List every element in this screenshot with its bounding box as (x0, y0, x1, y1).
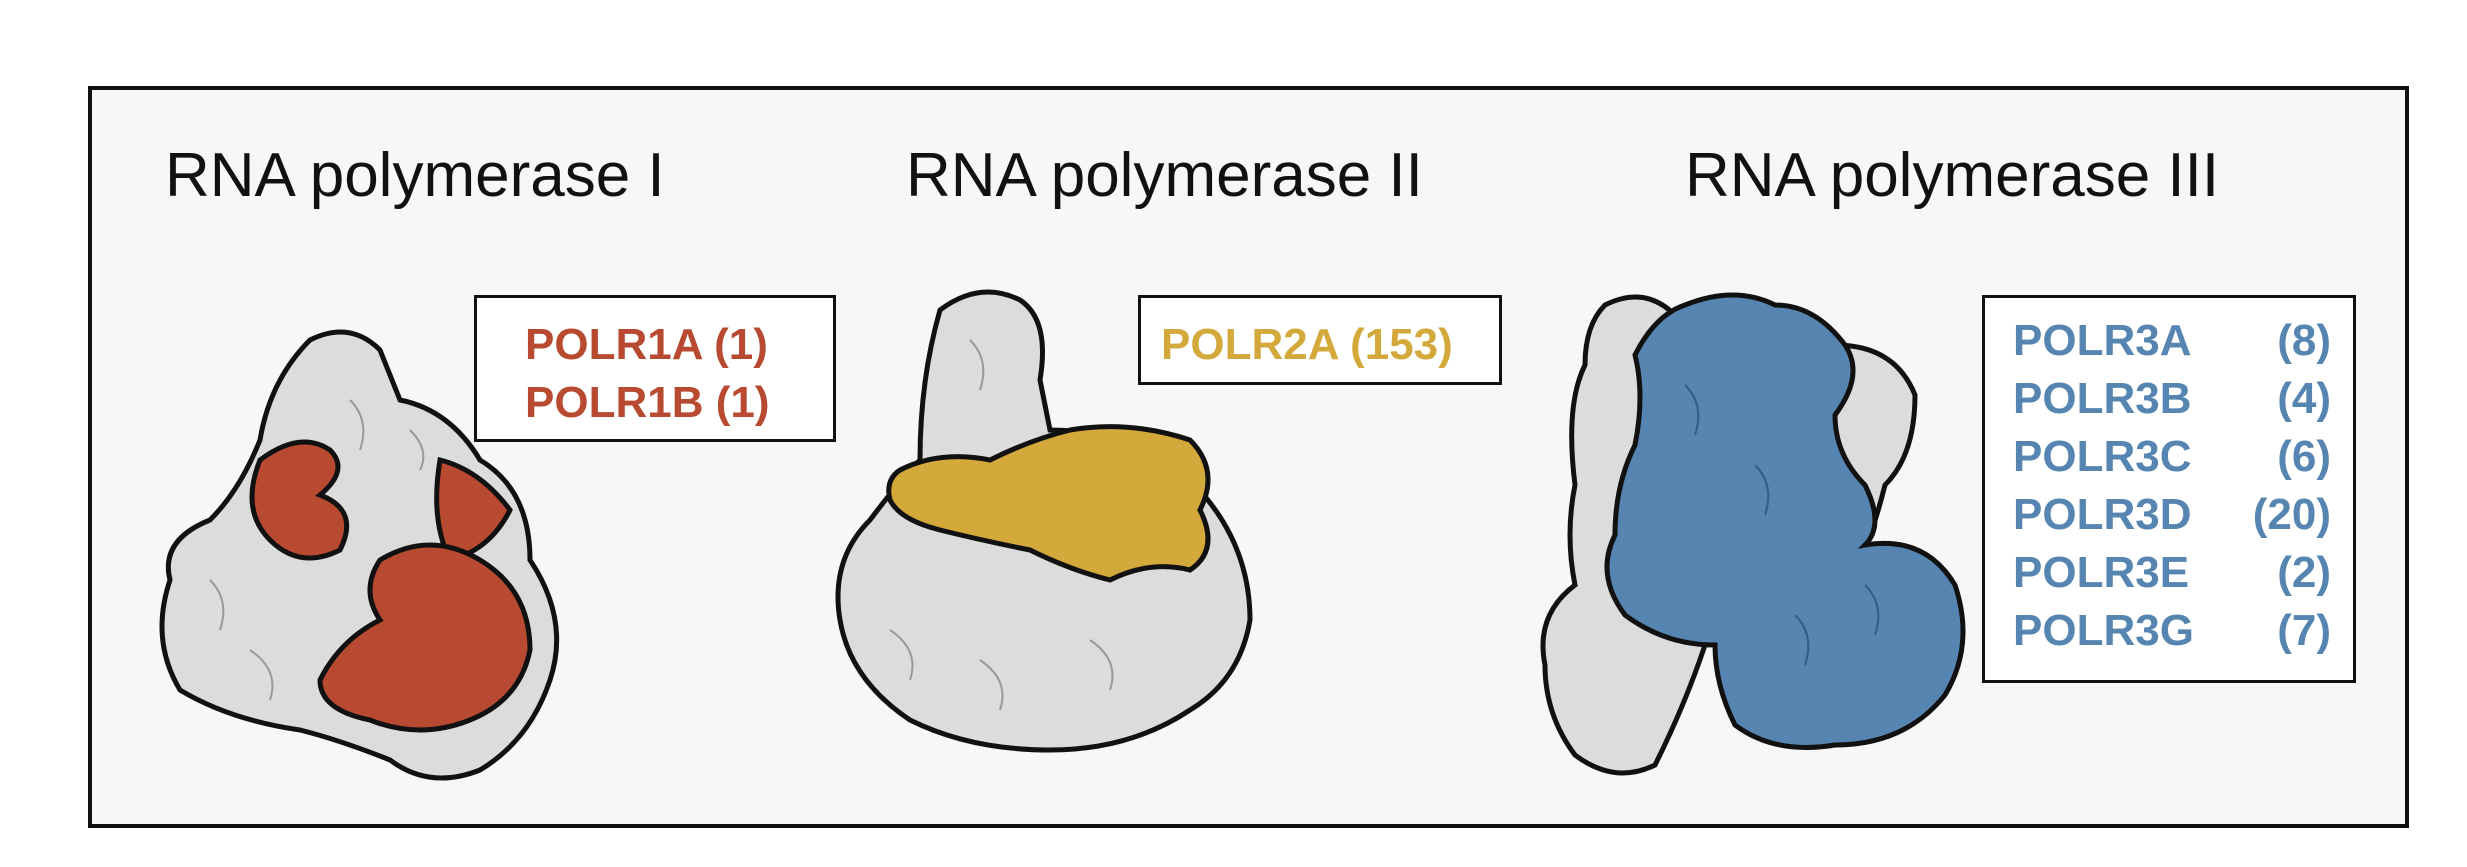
gene-label: POLR2A (153) (1161, 320, 1453, 369)
pol2-structure-image (835, 289, 1253, 753)
pol2-title: RNA polymerase II (906, 141, 1423, 210)
pol2-gene-box: POLR2A (153) (1138, 295, 1502, 385)
gene-label: POLR3C(6) (2013, 432, 2331, 481)
pol3-gene-box: POLR3A(8) POLR3B(4) POLR3C(6) POLR3D(20)… (1982, 295, 2356, 683)
pol2-polr2a-region (886, 424, 1211, 583)
gene-label: POLR1A (1) (525, 320, 768, 369)
pol3-polr3-region (1604, 292, 1966, 750)
gene-label: POLR3G(7) (2013, 606, 2331, 655)
pol1-title: RNA polymerase I (165, 141, 665, 210)
pol1-structure-image (159, 329, 560, 781)
gene-label: POLR1B (1) (525, 378, 770, 427)
pol1-polr1a-region (249, 439, 513, 563)
pol1-surface-texture (209, 399, 425, 701)
gene-label: POLR3A(8) (2013, 316, 2331, 365)
pol1-polr1b-region (317, 542, 533, 733)
pol3-structure-image (1540, 292, 1966, 776)
pol3-title: RNA polymerase III (1685, 141, 2220, 210)
gene-label: POLR3D(20) (2013, 490, 2331, 539)
pol1-gene-box: POLR1A (1) POLR1B (1) (474, 295, 836, 442)
gene-label: POLR3B(4) (2013, 374, 2331, 423)
gene-label: POLR3E(2) (2013, 548, 2331, 597)
pol3-surface-texture (1684, 384, 1880, 666)
pol2-surface-texture (889, 339, 1114, 711)
